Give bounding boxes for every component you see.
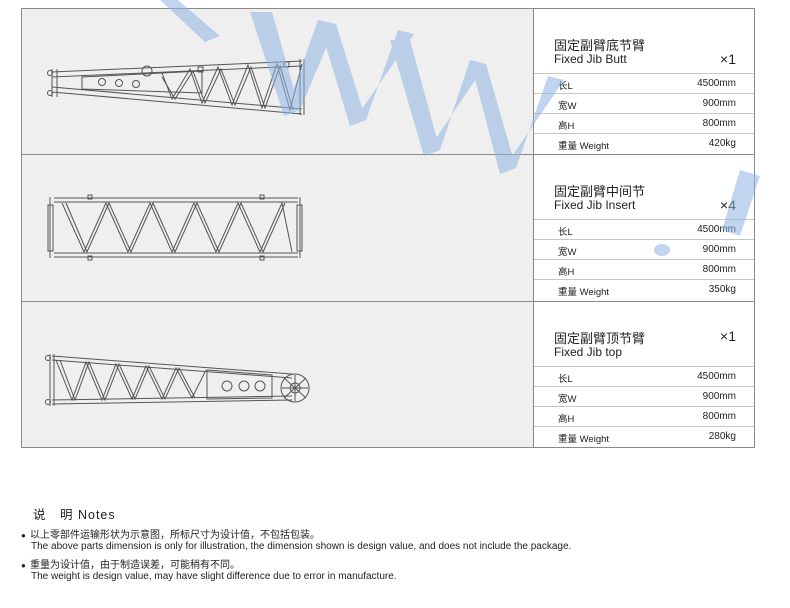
part-quantity: ×1: [720, 51, 736, 67]
spec-label: 宽W: [558, 394, 577, 405]
spec-label: 高H: [558, 414, 575, 425]
spec-label: 宽W: [558, 101, 577, 112]
spec-label: 重量 Weight: [558, 434, 610, 445]
part-name-en: Fixed Jib Insert: [554, 198, 636, 212]
part-header: 固定副臂底节臂 Fixed Jib Butt ×1: [534, 9, 754, 67]
spec-label: 重量 Weight: [558, 287, 610, 298]
spec-value: 280kg: [708, 431, 736, 442]
spec-value: 800mm: [702, 118, 736, 129]
part-header: 固定副臂顶节臂 Fixed Jib top ×1: [534, 302, 754, 360]
spec-value: 350kg: [708, 284, 736, 295]
part-row-jib-top: 固定副臂顶节臂 Fixed Jib top ×1 长L 4500mm 宽W 900m…: [22, 302, 754, 447]
spec-width: 宽W 900mm: [534, 239, 754, 259]
part-name-cn: 固定副臂顶节臂: [554, 331, 646, 346]
part-row-jib-insert: 固定副臂中间节 Fixed Jib Insert ×4 长L 4500mm 宽W 9…: [22, 155, 754, 302]
spec-value: 900mm: [702, 391, 736, 402]
bullet-icon: ●: [21, 531, 26, 540]
spec-value: 420kg: [708, 138, 736, 149]
spec-value: 4500mm: [697, 224, 736, 235]
spec-value: 900mm: [702, 98, 736, 109]
spec-height: 高H 800mm: [534, 259, 754, 279]
jib-butt-drawing: [22, 9, 534, 154]
note-text: 重量为设计值，由于制造误差，可能稍有不同。: [30, 560, 240, 571]
note-2-en: The weight is design value, may have sli…: [31, 571, 397, 582]
jib-top-drawing: [22, 302, 534, 447]
spec-height: 高H 800mm: [534, 406, 754, 426]
part-row-jib-butt: 固定副臂底节臂 Fixed Jib Butt ×1 长L 4500mm 宽W 900…: [22, 9, 754, 155]
jib-top-specs: 固定副臂顶节臂 Fixed Jib top ×1 长L 4500mm 宽W 900m…: [534, 302, 754, 447]
spec-label: 高H: [558, 267, 575, 278]
jib-butt-diagram: [47, 59, 305, 115]
spec-length: 长L 4500mm: [534, 366, 754, 386]
notes-title: 说 明 Notes: [33, 508, 116, 522]
part-name-en: Fixed Jib Butt: [554, 52, 627, 66]
bullet-icon: ●: [21, 561, 26, 570]
note-text: 以上零部件运输形状为示意图，所标尺寸为设计值，不包括包装。: [30, 530, 320, 541]
spec-weight: 重量 Weight 420kg: [534, 133, 754, 153]
note-1-en: The above parts dimension is only for il…: [31, 541, 572, 552]
spec-label: 长L: [558, 374, 573, 385]
spec-width: 宽W 900mm: [534, 93, 754, 113]
spec-height: 高H 800mm: [534, 113, 754, 133]
jib-insert-diagram: [47, 194, 303, 261]
note-1-cn: ● 以上零部件运输形状为示意图，所标尺寸为设计值，不包括包装。: [21, 526, 320, 541]
spec-length: 长L 4500mm: [534, 73, 754, 93]
note-2-cn: ● 重量为设计值，由于制造误差，可能稍有不同。: [21, 556, 240, 571]
spec-label: 重量 Weight: [558, 141, 610, 152]
jib-insert-specs: 固定副臂中间节 Fixed Jib Insert ×4 长L 4500mm 宽W 9…: [534, 155, 754, 301]
spec-length: 长L 4500mm: [534, 219, 754, 239]
part-name-cn: 固定副臂底节臂: [554, 38, 646, 53]
part-header: 固定副臂中间节 Fixed Jib Insert ×4: [534, 155, 754, 213]
spec-weight: 重量 Weight 280kg: [534, 426, 754, 446]
jib-butt-specs: 固定副臂底节臂 Fixed Jib Butt ×1 长L 4500mm 宽W 900…: [534, 9, 754, 154]
spec-label: 宽W: [558, 247, 577, 258]
spec-width: 宽W 900mm: [534, 386, 754, 406]
spec-label: 高H: [558, 121, 575, 132]
spec-value: 900mm: [702, 244, 736, 255]
spec-label: 长L: [558, 81, 573, 92]
jib-insert-drawing: [22, 155, 534, 301]
spec-value: 800mm: [702, 264, 736, 275]
part-name-cn: 固定副臂中间节: [554, 184, 646, 199]
jib-top-diagram: [45, 354, 310, 406]
spec-value: 4500mm: [697, 371, 736, 382]
part-name-en: Fixed Jib top: [554, 345, 623, 359]
part-quantity: ×1: [720, 328, 736, 344]
spec-label: 长L: [558, 227, 573, 238]
parts-table: 固定副臂底节臂 Fixed Jib Butt ×1 长L 4500mm 宽W 900…: [21, 8, 755, 448]
spec-value: 800mm: [702, 411, 736, 422]
spec-weight: 重量 Weight 350kg: [534, 279, 754, 299]
part-quantity: ×4: [720, 197, 736, 213]
spec-value: 4500mm: [697, 78, 736, 89]
